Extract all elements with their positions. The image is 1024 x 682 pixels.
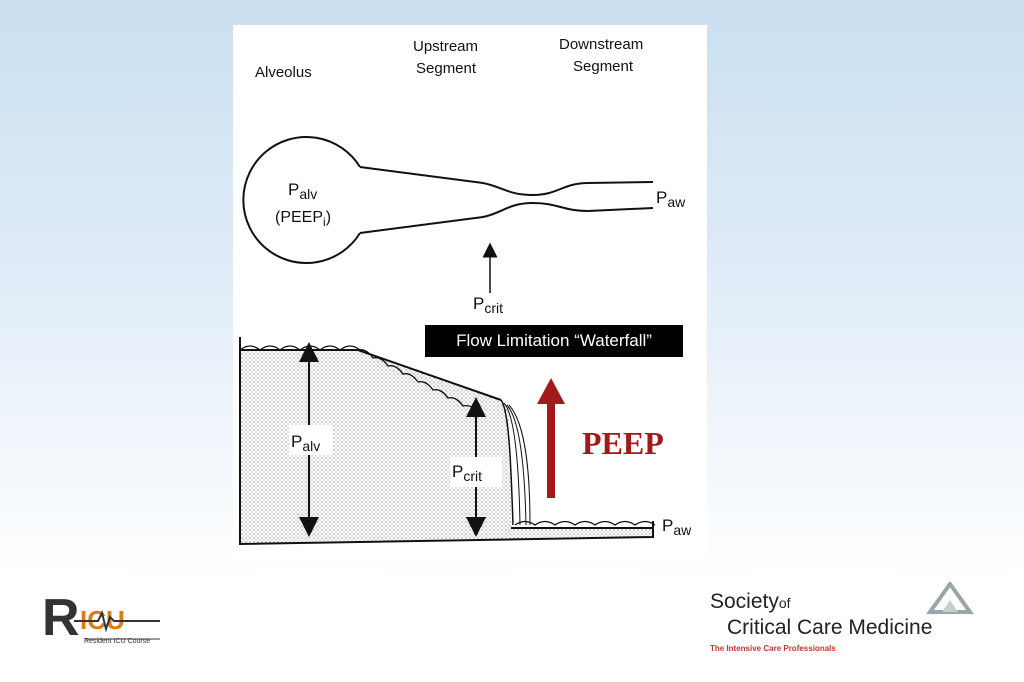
pcrit-label-bg: [450, 457, 502, 487]
sccm-line1: Societyof: [710, 590, 791, 613]
pcrit-waterfall-label: Pcrit: [452, 462, 482, 484]
waterfall-diagram: Alveolus Upstream Segment Downstream Seg…: [233, 25, 707, 560]
ricu-logo: R ICU Resident ICU Course: [40, 583, 170, 653]
sccm-logo: Societyof Critical Care Medicine The Int…: [700, 580, 990, 660]
downstream-heading-line2: Segment: [573, 58, 634, 75]
ricu-caption: Resident ICU Course: [84, 638, 151, 645]
upstream-heading-line2: Segment: [416, 60, 477, 77]
diagram-drawing: Alveolus Upstream Segment Downstream Seg…: [239, 36, 692, 546]
pcrit-airway-label: Pcrit: [473, 294, 503, 316]
peep-arrow-icon: [537, 378, 565, 498]
sccm-triangle-icon: [926, 582, 974, 614]
alveolus-airway-drawing: [242, 136, 654, 264]
flow-limitation-caption: Flow Limitation “Waterfall”: [425, 325, 683, 357]
downstream-heading-line1: Downstream: [559, 36, 643, 53]
svg-text:R: R: [42, 589, 80, 647]
paw-waterfall-label: Paw: [662, 516, 692, 538]
sccm-tagline: The Intensive Care Professionals: [710, 644, 836, 653]
paw-airway-label: Paw: [656, 188, 686, 210]
palv-waterfall-label: Palv: [291, 432, 320, 454]
sccm-line2: Critical Care Medicine: [727, 616, 933, 639]
alveolus-heading: Alveolus: [255, 64, 312, 81]
ricu-logo-mark: R ICU: [42, 589, 160, 647]
peepi-label: (PEEPi): [275, 209, 331, 229]
upstream-heading-line1: Upstream: [413, 38, 478, 55]
palv-label: Palv: [288, 180, 317, 202]
waterfall-drawing: [239, 337, 656, 546]
peep-label: PEEP: [582, 425, 664, 461]
palv-label-bg: [289, 425, 333, 455]
